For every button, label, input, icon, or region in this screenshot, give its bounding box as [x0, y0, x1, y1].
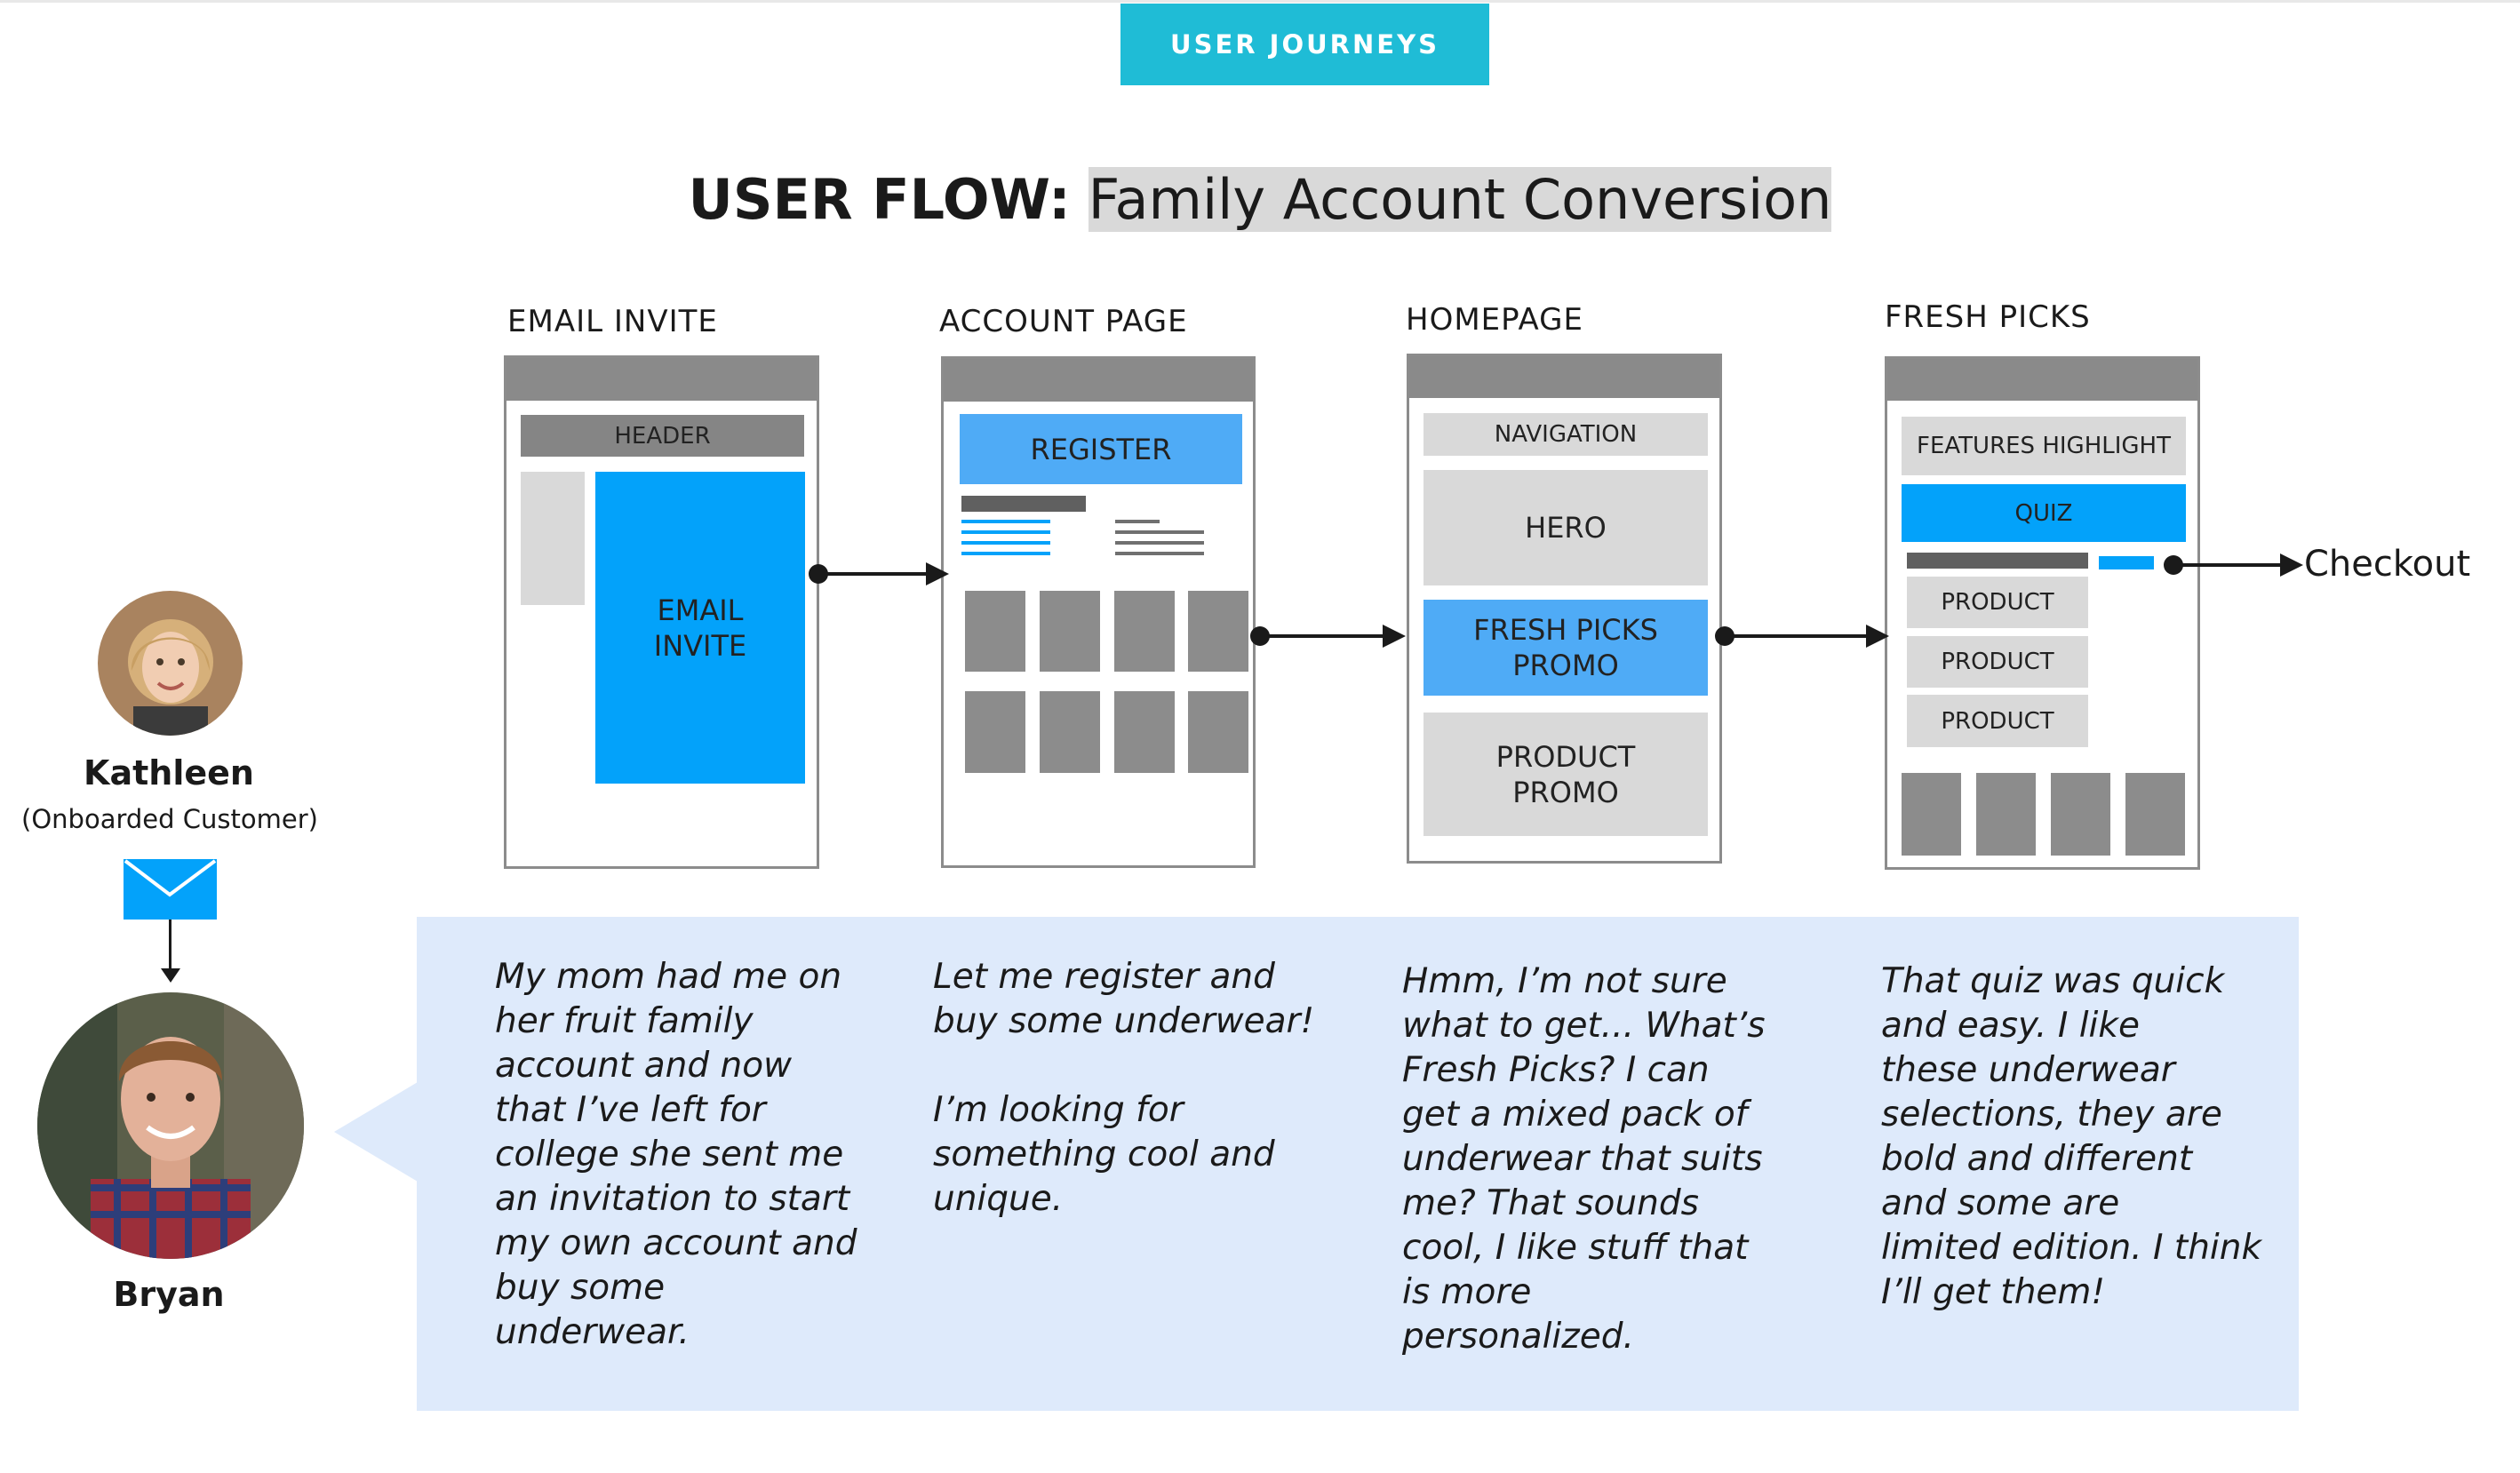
quote-account-page: Let me register and buy some underwear! … [933, 957, 1315, 1219]
frame-topbar [1409, 356, 1719, 398]
persona-name-bryan: Bryan [113, 1275, 225, 1314]
form-line [961, 552, 1050, 555]
envelope-glyph [124, 859, 217, 897]
title-strong: USER FLOW: [688, 167, 1071, 232]
column-label-email-invite: EMAIL INVITE [507, 304, 718, 339]
arrowhead-icon [926, 562, 949, 585]
text-line [1115, 552, 1204, 555]
arrowhead-icon [2280, 553, 2303, 577]
navigation-block: NAVIGATION [1423, 413, 1708, 456]
product-tile [965, 591, 1025, 672]
persona-role-kathleen: (Onboarded Customer) [21, 804, 318, 834]
features-highlight-block: FEATURES HIGHLIGHT [1902, 417, 2186, 475]
wireframe-email-invite: HEADER EMAIL INVITE [504, 355, 819, 869]
checkout-label: Checkout [2304, 544, 2471, 585]
frame-topbar [1887, 359, 2197, 401]
sidebar-placeholder [521, 472, 585, 605]
connector-line [1259, 634, 1392, 638]
form-line [961, 530, 1050, 534]
text-line [1115, 541, 1204, 545]
section-heading-placeholder [1907, 553, 2088, 569]
register-block: REGISTER [960, 414, 1242, 484]
page-title: USER FLOW: Family Account Conversion [0, 167, 2520, 232]
connector-line [1724, 634, 1875, 638]
envelope-icon [124, 859, 217, 920]
product-tile [965, 691, 1025, 773]
quote-fresh-picks: That quiz was quick and easy. I like the… [1881, 961, 2262, 1312]
connector-line [817, 572, 937, 576]
frame-topbar [944, 359, 1253, 402]
product-tile [1040, 691, 1100, 773]
quote-homepage: Hmm, I’m not sure what to get... What’s … [1402, 961, 1766, 1357]
bryan-avatar [37, 992, 304, 1259]
selection-indicator [2099, 556, 2154, 569]
thoughts-panel [417, 917, 2299, 1411]
text-line [1115, 530, 1204, 534]
form-heading-placeholder [961, 496, 1086, 512]
column-label-homepage: HOMEPAGE [1406, 302, 1583, 338]
product-tile [2125, 773, 2185, 856]
product-tile [1188, 591, 1248, 672]
product-tile [1188, 691, 1248, 773]
bryan-portrait [37, 992, 304, 1259]
header-block: HEADER [521, 415, 804, 457]
email-invite-block: EMAIL INVITE [595, 472, 805, 784]
column-label-account-page: ACCOUNT PAGE [939, 304, 1188, 339]
top-divider [0, 0, 2520, 3]
hero-block: HERO [1423, 470, 1708, 585]
kathleen-portrait [98, 591, 243, 736]
product-tile [1902, 773, 1961, 856]
product-tile [1040, 591, 1100, 672]
product-promo-block: PRODUCT PROMO [1423, 713, 1708, 836]
wireframe-fresh-picks: FEATURES HIGHLIGHT QUIZ PRODUCT PRODUCT … [1885, 356, 2200, 870]
title-light: Family Account Conversion [1088, 167, 1832, 232]
speech-pointer [334, 1082, 418, 1182]
text-line [1115, 520, 1160, 523]
envelope-connector [169, 920, 171, 973]
form-line [961, 541, 1050, 545]
connector-line [2173, 563, 2288, 567]
fresh-picks-promo-block: FRESH PICKS PROMO [1423, 600, 1708, 696]
persona-name-kathleen: Kathleen [84, 753, 254, 792]
product-block: PRODUCT [1907, 636, 2088, 688]
product-tile [1114, 591, 1175, 672]
column-label-fresh-picks: FRESH PICKS [1885, 299, 2091, 335]
arrowhead-icon [1383, 625, 1406, 648]
kathleen-avatar [98, 591, 243, 736]
user-journeys-badge[interactable]: USER JOURNEYS [1120, 4, 1489, 85]
product-block: PRODUCT [1907, 577, 2088, 628]
product-tile [2051, 773, 2110, 856]
wireframe-homepage: NAVIGATION HERO FRESH PICKS PROMO PRODUC… [1407, 354, 1722, 864]
product-block: PRODUCT [1907, 695, 2088, 747]
form-line [961, 520, 1050, 523]
product-tile [1976, 773, 2036, 856]
arrowhead-icon [1866, 625, 1889, 648]
wireframe-account-page: REGISTER [941, 356, 1256, 868]
arrow-down-icon [161, 968, 180, 983]
quiz-block: QUIZ [1902, 484, 2186, 542]
frame-topbar [506, 358, 817, 401]
product-tile [1114, 691, 1175, 773]
quote-email-invite: My mom had me on her fruit family accoun… [495, 957, 857, 1352]
